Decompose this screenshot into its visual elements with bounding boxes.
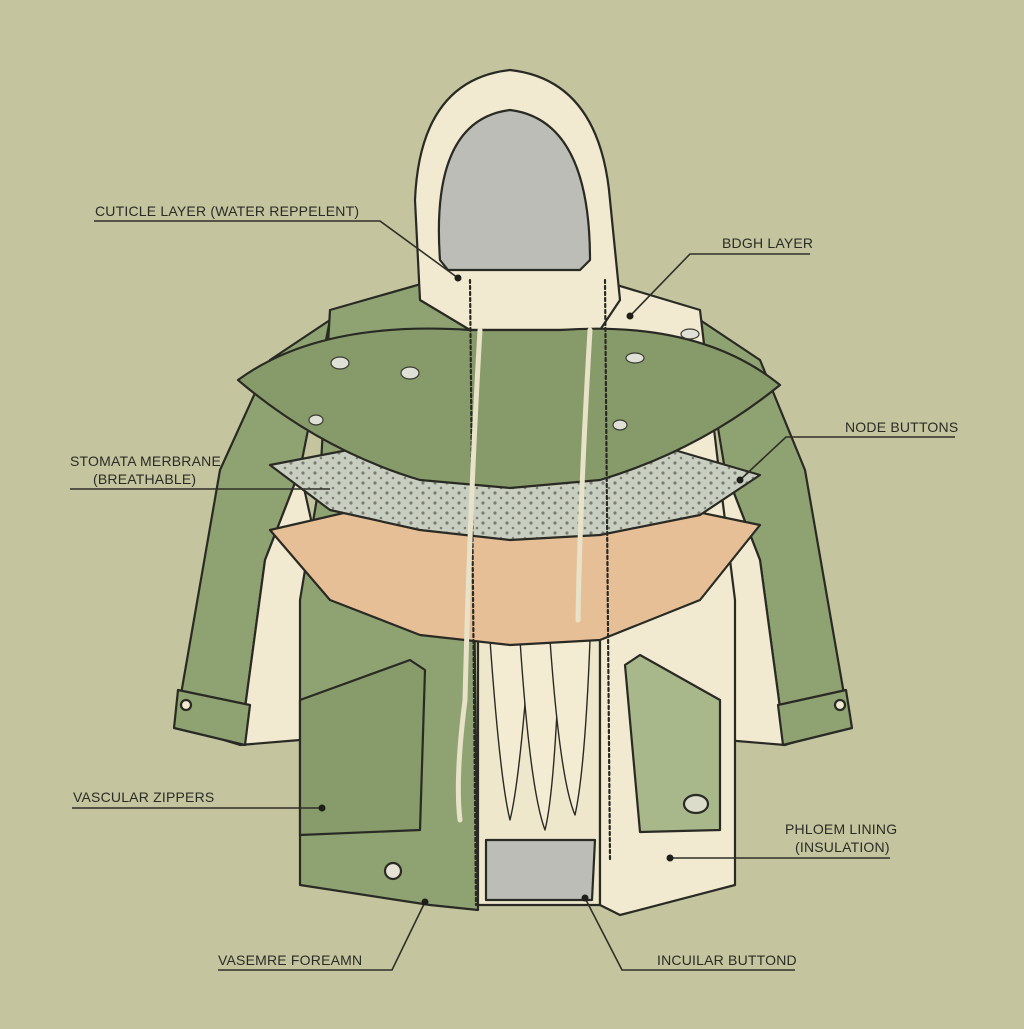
label-phloem-lining: PHLOEM LINING	[785, 821, 898, 837]
hem-button	[383, 861, 403, 881]
label-incuilar-buttond: INCUILAR BUTTOND	[657, 952, 797, 968]
label-node-buttons: NODE BUTTONS	[845, 419, 959, 435]
leader-lines	[70, 220, 955, 971]
leader-dots	[318, 274, 744, 906]
right-zipper	[603, 278, 612, 862]
label-vasemre-foreamn: VASEMRE FOREAMN	[218, 952, 363, 968]
water-droplets	[308, 328, 700, 431]
label-bdgh-layer: BDGH LAYER	[722, 235, 814, 251]
label-vascular-zippers: VASCULAR ZIPPERS	[73, 789, 215, 805]
label-stomata-breathable: (BREATHABLE)	[93, 471, 197, 487]
right-pocket	[623, 653, 722, 834]
lining-petals	[489, 639, 591, 831]
left-pocket	[298, 658, 427, 837]
label-phloem-insulation: (INSULATION)	[795, 839, 890, 855]
label-cuticle-layer: CUTICLE LAYER (WATER REPPELENT)	[95, 203, 360, 219]
cuticle-leaf-layer	[236, 327, 782, 490]
hood-lining	[437, 108, 592, 272]
left-zipper	[468, 278, 478, 907]
label-stomata-membrane: STOMATA MERBRANE	[70, 453, 221, 469]
